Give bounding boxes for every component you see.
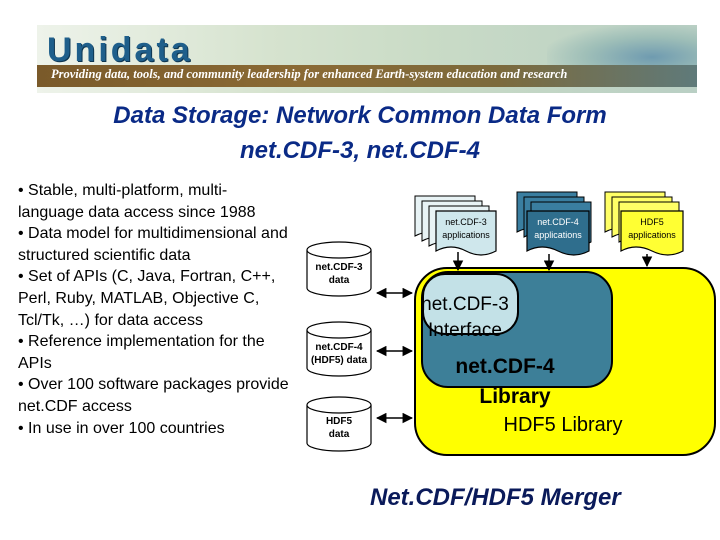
app1-label-line2: applications xyxy=(442,230,490,240)
interface-label-line1: net.CDF-3 xyxy=(421,294,509,315)
file1-label-line1: net.CDF-3 xyxy=(315,262,363,273)
file2-label-line1: net.CDF-4 xyxy=(315,342,363,353)
app-stack-netcdf3: net.CDF-3 applications xyxy=(414,195,497,256)
slide-title-line1: Data Storage: Network Common Data Form xyxy=(113,102,607,129)
app-stack-hdf5: HDF5 applications xyxy=(604,191,684,256)
data-cylinder-netcdf4: net.CDF-4 (HDF5) data xyxy=(306,321,372,377)
banner-tagline: Providing data, tools, and community lea… xyxy=(51,67,568,81)
app2-label-line1: net.CDF-4 xyxy=(537,217,579,227)
app-stack-netcdf4: net.CDF-4 applications xyxy=(516,191,592,256)
bullet-item: • Set of APIs (C, Java, Fortran, C++, Pe… xyxy=(18,268,276,329)
merger-caption: Net.CDF/HDF5 Merger xyxy=(370,484,621,511)
data-cylinder-hdf5: HDF5 data xyxy=(306,396,372,452)
app3-label-line1: HDF5 xyxy=(640,217,664,227)
file1-label-line2: data xyxy=(329,275,350,286)
unidata-logo: Unidata xyxy=(47,31,193,69)
bullet-list: • Stable, multi-platform, multi-language… xyxy=(18,180,290,439)
bullet-item: • Stable, multi-platform, multi-language… xyxy=(18,182,256,221)
library-label-line1: net.CDF-4 xyxy=(455,355,554,378)
slide-title-line2: net.CDF-3, net.CDF-4 xyxy=(240,137,480,164)
bullet-item: • Data model for multidimensional and st… xyxy=(18,225,288,264)
banner-strip xyxy=(37,65,697,87)
unidata-banner: Unidata Providing data, tools, and commu… xyxy=(37,25,697,93)
interface-label-line2: Interface xyxy=(428,320,502,341)
app3-label-line2: applications xyxy=(628,230,676,240)
file2-label-line2: (HDF5) data xyxy=(311,355,368,366)
hdf5-library-label: HDF5 Library xyxy=(504,414,623,436)
file3-label-line2: data xyxy=(329,429,350,440)
app1-label-line1: net.CDF-3 xyxy=(445,217,487,227)
netcdf-hdf5-diagram: net.CDF-3 Interface net.CDF-4 Library HD… xyxy=(306,191,716,456)
bullet-item: • Over 100 software packages provide net… xyxy=(18,376,289,415)
file3-label-line1: HDF5 xyxy=(326,416,353,427)
data-cylinder-netcdf3: net.CDF-3 data xyxy=(306,241,372,297)
netcdf3-interface-box xyxy=(422,273,519,335)
app2-label-line2: applications xyxy=(534,230,582,240)
library-label-line2: Library xyxy=(479,385,551,408)
bullet-item: • In use in over 100 countries xyxy=(18,419,225,437)
bullet-item: • Reference implementation for the APIs xyxy=(18,333,265,372)
globe-image xyxy=(547,25,697,65)
